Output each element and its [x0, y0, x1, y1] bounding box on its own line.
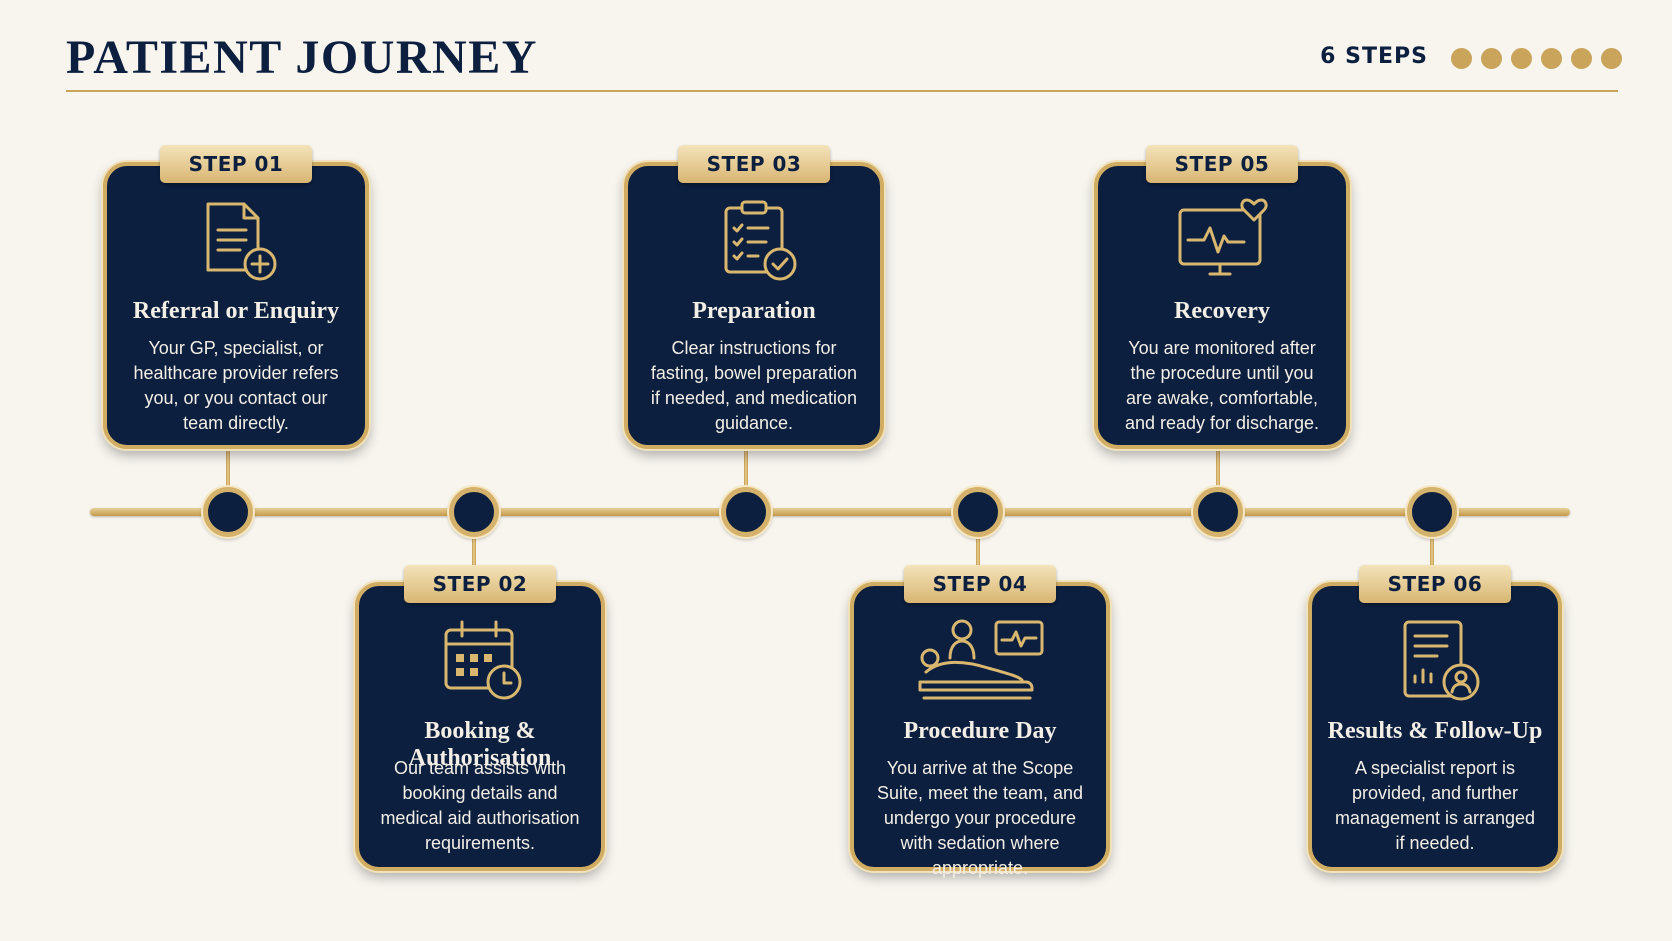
- step-description: Your GP, specialist, or healthcare provi…: [133, 338, 339, 433]
- step-badge: STEP 05: [1146, 145, 1298, 183]
- step-badge: STEP 03: [678, 145, 830, 183]
- connector-step-04: [976, 536, 980, 572]
- steps-count: 6 STEPS: [1320, 44, 1428, 69]
- step-dot: [1571, 48, 1592, 69]
- step-dot: [1481, 48, 1502, 69]
- step-badge: STEP 04: [904, 565, 1056, 603]
- step-badge: STEP 02: [404, 565, 556, 603]
- heart-monitor-icon: [1172, 196, 1272, 286]
- step-description: Our team assists with booking details an…: [380, 758, 580, 853]
- step-badge: STEP 06: [1359, 565, 1511, 603]
- timeline-node-06: [1407, 487, 1457, 537]
- step-description: You arrive at the Scope Suite, meet the …: [876, 758, 1084, 878]
- step-card-06: STEP 06 Results & Follow-Up A specialist…: [1308, 565, 1562, 871]
- step-dot: [1601, 48, 1622, 69]
- page-title: PATIENT JOURNEY: [66, 31, 538, 84]
- step-card-03: STEP 03 Preparation Clear instructions f…: [624, 145, 884, 449]
- step-card-04: STEP 04 Procedure Day You arrive at the …: [850, 565, 1110, 878]
- step-title: Results & Follow-Up: [1327, 718, 1543, 744]
- step-dot: [1541, 48, 1562, 69]
- timeline-node-01: [203, 487, 253, 537]
- step-title: Booking & Authorisation: [408, 718, 552, 771]
- step-badge: STEP 01: [160, 145, 312, 183]
- step-title: Procedure Day: [903, 718, 1057, 744]
- clipboard-check-icon: [704, 196, 804, 286]
- timeline-node-04: [953, 487, 1003, 537]
- connector-step-01: [226, 447, 230, 487]
- step-description: You are monitored after the procedure un…: [1124, 338, 1320, 433]
- step-card-01: STEP 01 Referral or Enquiry Your GP, spe…: [103, 145, 369, 449]
- connector-step-06: [1430, 536, 1434, 572]
- timeline-node-02: [449, 487, 499, 537]
- timeline-node-03: [721, 487, 771, 537]
- connector-step-05: [1216, 447, 1220, 487]
- step-title: Referral or Enquiry: [132, 298, 340, 324]
- step-dots: [1451, 48, 1622, 69]
- step-dot: [1511, 48, 1532, 69]
- step-dot: [1451, 48, 1472, 69]
- step-description: Clear instructions for fasting, bowel pr…: [650, 338, 858, 433]
- report-user-icon: [1385, 616, 1485, 706]
- patient-procedure-icon: [910, 616, 1050, 706]
- step-card-05: STEP 05 Recovery You are monitored after…: [1094, 145, 1350, 449]
- connector-step-02: [472, 536, 476, 572]
- step-title: Preparation: [692, 298, 816, 324]
- timeline-node-05: [1193, 487, 1243, 537]
- header-divider: [66, 90, 1618, 92]
- step-card-02: STEP 02 Booking & Authorisation Our team…: [355, 565, 605, 871]
- step-title: Recovery: [1174, 298, 1270, 324]
- document-plus-icon: [186, 196, 286, 286]
- timeline-line: [90, 508, 1570, 516]
- connector-step-03: [744, 447, 748, 487]
- calendar-clock-icon: [430, 616, 530, 706]
- step-description: A specialist report is provided, and fur…: [1334, 758, 1536, 853]
